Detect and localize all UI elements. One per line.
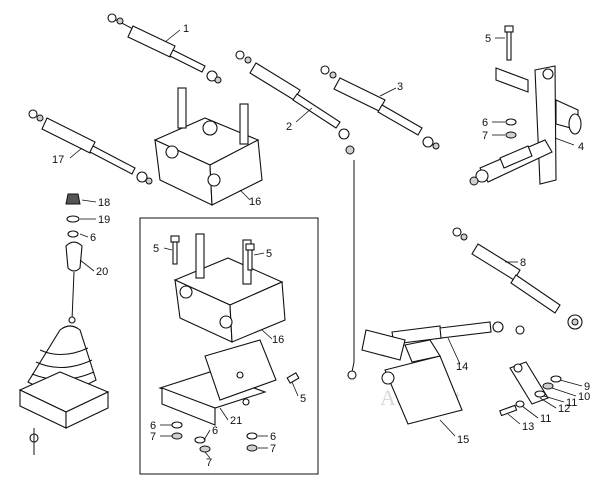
callout-6-inset-a: 6	[150, 420, 156, 432]
part-18-cap	[65, 193, 81, 205]
callout-5-inset-right: 5	[266, 248, 272, 260]
part-5-bolt-inset-left	[170, 235, 180, 265]
part-5-bolt-inset-right	[245, 243, 255, 271]
part-6-washer-inset-b	[194, 436, 206, 444]
part-17-strut	[28, 109, 153, 185]
callout-6-inset-b: 6	[212, 425, 218, 437]
part-5-bolt-top	[504, 25, 514, 61]
callout-3: 3	[397, 81, 403, 93]
callout-16-inset: 16	[272, 334, 284, 346]
part-7-nut-inset-c	[246, 444, 258, 452]
part-7-nut-inset-b	[199, 445, 211, 453]
part-6-washer-top	[505, 118, 517, 126]
callout-17: 17	[52, 154, 64, 166]
callout-18: 18	[98, 197, 110, 209]
callout-16-upper: 16	[249, 196, 261, 208]
callout-21: 21	[230, 415, 242, 427]
callout-5-inset-left: 5	[153, 243, 159, 255]
callout-6-joystick: 6	[90, 232, 96, 244]
callout-19: 19	[98, 214, 110, 226]
callout-7-inset-a: 7	[150, 431, 156, 443]
part-6-washer-inset-a	[171, 421, 183, 429]
part-19-washer	[66, 215, 80, 223]
callout-7-inset-c: 7	[270, 443, 276, 455]
part-14-strut	[391, 321, 525, 345]
part-16-bracket-inset	[173, 233, 286, 343]
callout-9: 9	[584, 381, 590, 393]
joystick-boot	[18, 325, 110, 455]
callout-2: 2	[286, 121, 292, 133]
part-1-strut	[107, 13, 222, 84]
callout-1: 1	[183, 23, 189, 35]
part-8-strut	[452, 227, 583, 330]
callout-5-top: 5	[485, 33, 491, 45]
callout-7-inset-b: 7	[206, 457, 212, 469]
part-10-washer	[542, 382, 554, 390]
inset-frame	[139, 217, 319, 475]
callout-8: 8	[520, 257, 526, 269]
part-3-strut	[320, 65, 440, 150]
callout-4: 4	[578, 141, 584, 153]
part-15-bracket	[347, 160, 463, 425]
callout-13: 13	[522, 421, 534, 433]
part-16-bracket-upper	[153, 87, 263, 206]
part-2-strut	[235, 50, 355, 155]
callout-15: 15	[457, 434, 469, 446]
callout-7-top: 7	[482, 130, 488, 142]
part-12-lever	[509, 361, 549, 405]
part-20-knob	[65, 241, 83, 324]
callout-12: 12	[558, 403, 570, 415]
part-5-bolt-inset-lower	[286, 372, 300, 384]
callout-labels: 1 2 3 4 5 6 7 8 16 16 17 18 19 6 20 5 5 …	[52, 23, 590, 469]
callout-11-a: 11	[566, 397, 577, 409]
callout-14: 14	[456, 361, 468, 373]
part-21-plate	[158, 339, 277, 426]
callout-6-top: 6	[482, 117, 488, 129]
part-6-washer-inset-c	[246, 432, 258, 440]
callout-5-inset-lower: 5	[300, 393, 306, 405]
part-9-nut	[550, 375, 562, 383]
callout-6-inset-c: 6	[270, 431, 276, 443]
part-13-bolt	[499, 404, 518, 417]
leader-lines	[69, 29, 583, 459]
part-11-washer-b	[515, 400, 525, 408]
callout-11-b: 11	[540, 413, 551, 425]
part-7-nut-inset-a	[171, 432, 183, 440]
callout-10: 10	[578, 391, 590, 403]
part-6-washer-joystick	[67, 230, 79, 238]
part-11-washer-a	[534, 390, 546, 398]
callout-20: 20	[96, 266, 108, 278]
part-4-bracket	[469, 65, 582, 186]
part-7-nut-top	[505, 131, 517, 139]
